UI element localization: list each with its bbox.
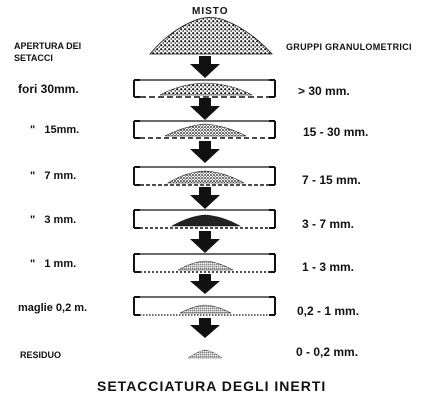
aggregate-pile-icon: [187, 349, 223, 359]
sieve-icon: [133, 166, 276, 186]
down-arrow-icon: [190, 98, 220, 120]
sieve-icon: [133, 296, 276, 316]
aperture-heading: APERTURA DEI SETACCI: [14, 41, 82, 63]
aperture-label: " 7 mm.: [30, 170, 77, 182]
down-arrow-icon: [190, 141, 220, 163]
sieve-icon: [133, 209, 276, 229]
group-label: 3 - 7 mm.: [302, 217, 355, 231]
down-arrow-icon: [190, 318, 220, 338]
aggregate-pile-icon: [149, 17, 273, 55]
aperture-label: fori 30mm.: [18, 82, 79, 96]
group-label: 1 - 3 mm.: [302, 260, 355, 274]
residue-group-label: 0 - 0,2 mm.: [296, 345, 359, 359]
aperture-label: " 1 mm.: [30, 258, 77, 270]
aperture-label: " 15mm.: [30, 124, 80, 136]
group-label: 7 - 15 mm.: [302, 173, 361, 187]
sieve-icon: [133, 120, 276, 139]
group-label: 15 - 30 mm.: [303, 125, 369, 139]
down-arrow-icon: [190, 231, 220, 253]
groups-heading: GRUPPI GRANULOMETRICI: [286, 42, 412, 52]
residue-label: RESIDUO: [20, 350, 62, 360]
mix-label: MISTO: [192, 6, 229, 17]
diagram-title: SETACCIATURA DEGLI INERTI: [97, 378, 327, 394]
down-arrow-icon: [190, 187, 220, 209]
group-label: 0,2 - 1 mm.: [297, 304, 360, 318]
sieve-icon: [133, 253, 276, 273]
aperture-label: " 3 mm.: [30, 214, 77, 226]
aperture-label: maglie 0,2 m.: [18, 302, 88, 314]
group-label: > 30 mm.: [298, 84, 350, 98]
sieve-icon: [133, 79, 276, 98]
down-arrow-icon: [190, 274, 220, 294]
down-arrow-icon: [190, 56, 220, 78]
